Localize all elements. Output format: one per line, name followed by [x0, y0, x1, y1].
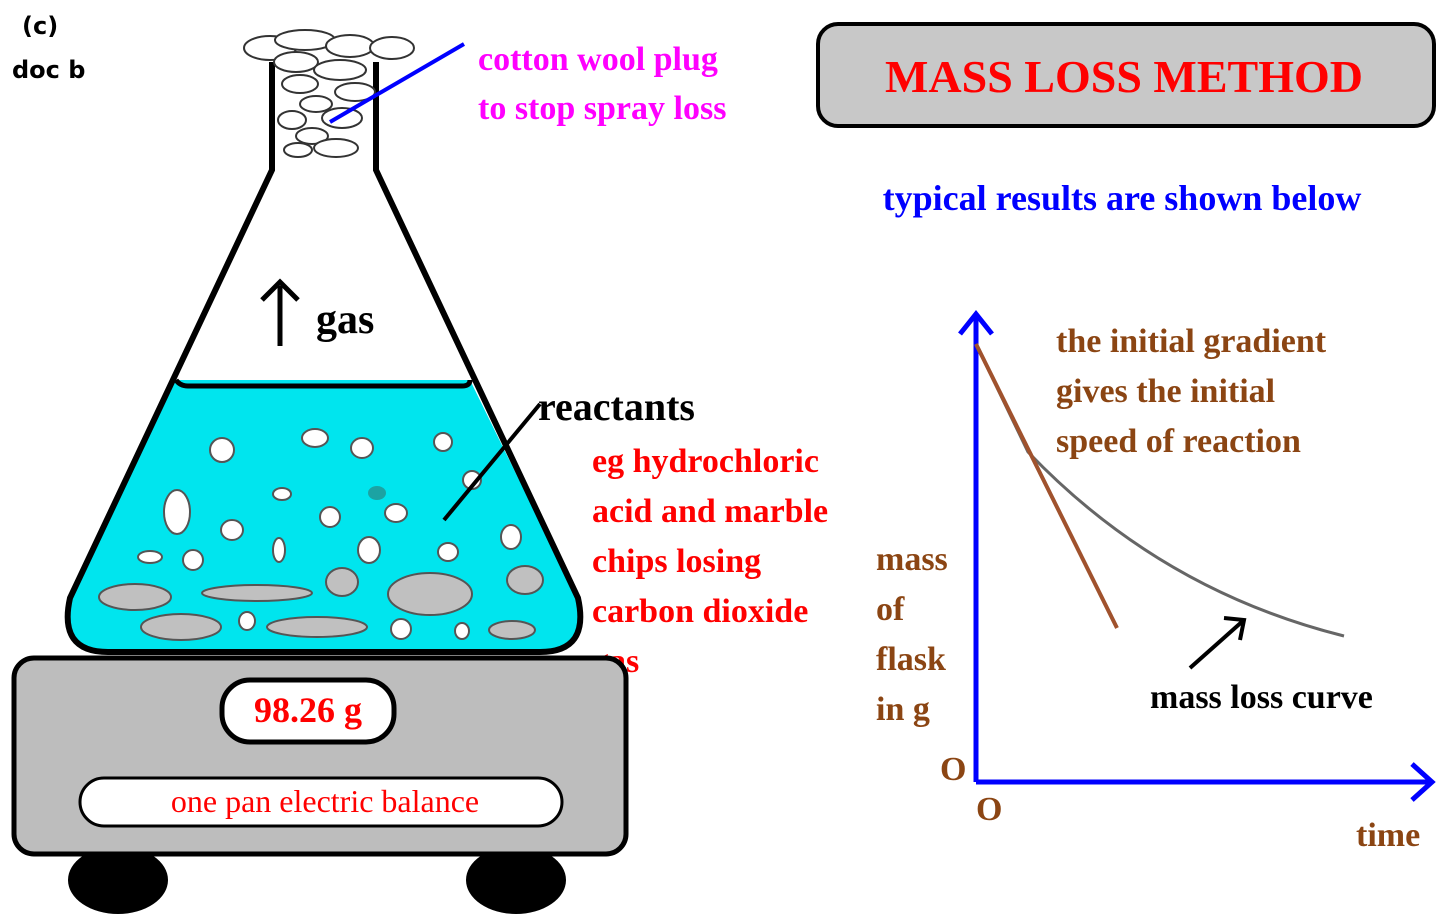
x-axis-arrow	[1410, 762, 1436, 802]
gas-bubbles	[137, 428, 522, 640]
balance-foot-left	[68, 846, 168, 914]
gas-label: gas	[316, 297, 374, 343]
ylabel-4: in g	[876, 691, 930, 728]
plug-label-1: cotton wool plug	[478, 41, 718, 78]
balance-foot-right	[466, 846, 566, 914]
marble-chips	[98, 565, 544, 641]
curve-label: mass loss curve	[1150, 679, 1373, 716]
balance-label-plate	[78, 776, 564, 828]
flask-outline	[64, 62, 584, 655]
conical-flask: gas	[64, 29, 584, 655]
gas-up-arrow	[260, 278, 300, 346]
ylabel-1: mass	[876, 541, 948, 578]
initial-gradient-tangent	[974, 343, 1119, 629]
small-bubble	[368, 486, 386, 500]
liquid-surface	[173, 378, 473, 389]
electric-balance: 98.26 g one pan electric balance	[11, 655, 629, 914]
title-box	[816, 22, 1436, 128]
example-line-4: carbon dioxide	[592, 593, 808, 630]
gradient-note-2: gives the initial	[1056, 373, 1275, 410]
reactant-example: eg hydrochloric acid and marble chips lo…	[592, 443, 828, 680]
origin-y-label: O	[940, 751, 966, 788]
example-line-1: eg hydrochloric	[592, 443, 819, 480]
cotton-wool-plug	[243, 29, 415, 158]
mass-time-graph: the initial gradient gives the initial s…	[876, 309, 1436, 854]
plug-pointer-line	[328, 42, 466, 124]
mass-loss-curve	[974, 343, 1345, 638]
gradient-note-1: the initial gradient	[1056, 323, 1327, 360]
reactants-pointer-line	[442, 402, 542, 522]
plug-label-2: to stop spray loss	[478, 90, 726, 127]
origin-x-label: O	[976, 791, 1002, 828]
xlabel: time	[1356, 817, 1420, 854]
gradient-note-3: speed of reaction	[1056, 423, 1301, 460]
example-line-2: acid and marble	[592, 493, 828, 530]
ylabel-2: of	[876, 591, 905, 628]
title: MASS LOSS METHOD	[885, 51, 1363, 102]
reactants-label: reactants	[538, 384, 695, 429]
corner-label-1: (c)	[22, 12, 58, 40]
curve-pointer-arrow	[1188, 616, 1247, 670]
ylabel-3: flask	[876, 641, 946, 678]
corner-label-2: doc b	[12, 56, 85, 84]
balance-label: one pan electric balance	[171, 783, 479, 819]
balance-reading: 98.26 g	[254, 690, 362, 730]
example-line-3: chips losing	[592, 543, 761, 580]
balance-display	[219, 677, 397, 745]
y-axis-arrow	[958, 309, 994, 336]
subtitle: typical results are shown below	[883, 178, 1362, 218]
